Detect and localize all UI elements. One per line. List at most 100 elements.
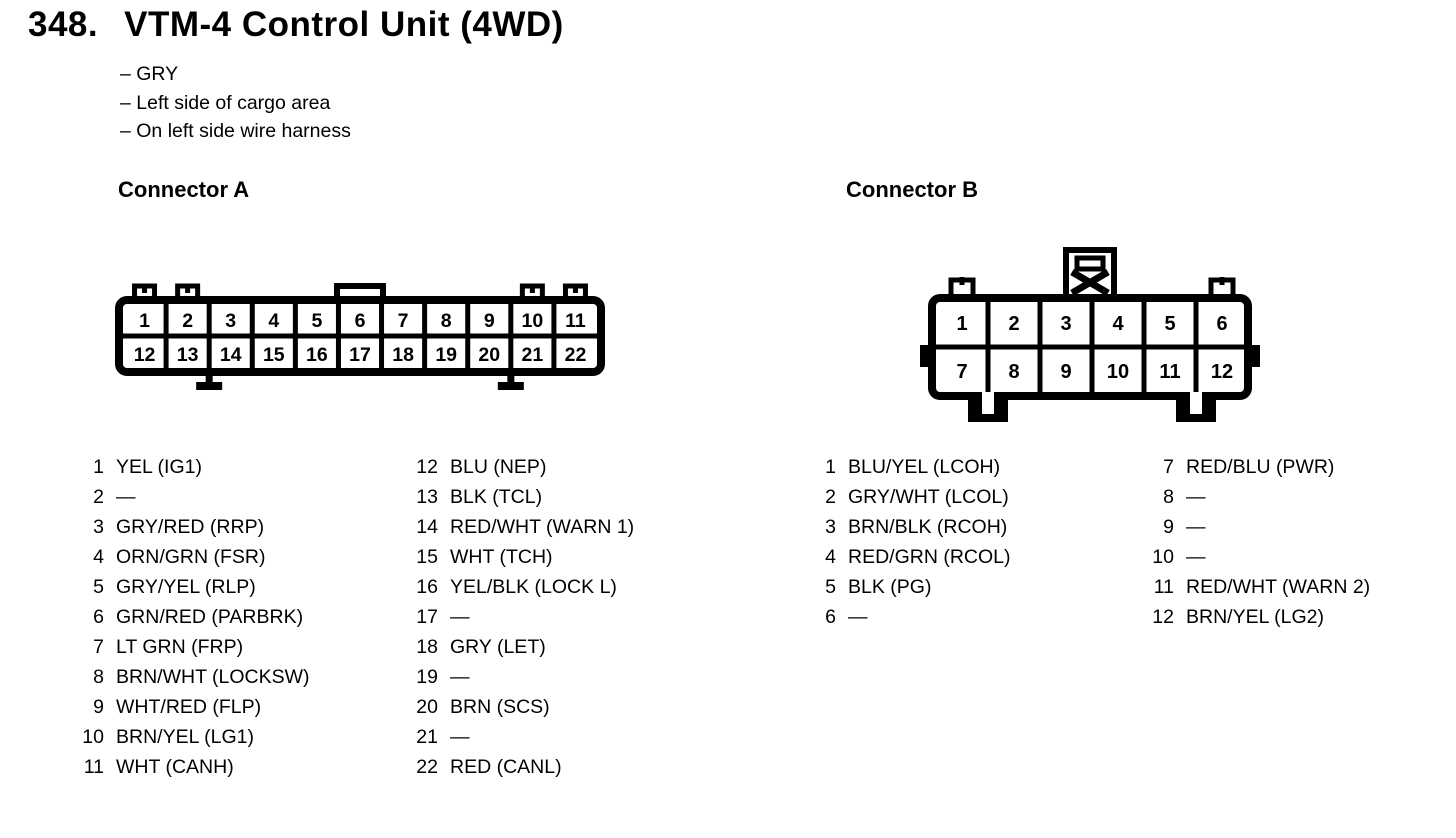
pin-cell-number: 5: [1164, 313, 1175, 335]
pin-wire-label: —: [1186, 546, 1206, 568]
pin-wire-label: WHT (TCH): [450, 546, 553, 568]
pin-wire-label: WHT/RED (FLP): [116, 696, 262, 718]
pin-number: 10: [82, 726, 104, 748]
pin-cell-number: 18: [392, 344, 414, 366]
pin-cell-number: 3: [1060, 313, 1071, 335]
location-details: – GRY – Left side of cargo area – On left …: [120, 60, 351, 146]
pin-cell-number: 19: [435, 344, 457, 366]
pin-cell-number: 21: [522, 344, 544, 366]
pin-wire-label: BRN/YEL (LG1): [116, 726, 254, 748]
pin-cell-number: 7: [398, 310, 409, 332]
pin-wire-label: BRN (SCS): [450, 696, 550, 718]
detail-line: – Left side of cargo area: [120, 91, 331, 114]
pin-wire-label: BLK (PG): [848, 576, 932, 598]
pin-number: 12: [1152, 606, 1174, 628]
pin-wire-label: BLU (NEP): [450, 456, 547, 478]
pin-number: 17: [416, 606, 438, 628]
pin-wire-label: GRY/RED (RRP): [116, 516, 265, 538]
pin-wire-label: GRY/WHT (LCOL): [848, 486, 1009, 508]
pin-wire-label: RED/WHT (WARN 1): [450, 516, 635, 538]
pin-number: 11: [1153, 576, 1174, 598]
pin-cell-number: 16: [306, 344, 328, 366]
pin-cell-number: 6: [1216, 313, 1227, 335]
pin-number: 14: [416, 516, 438, 538]
pin-wire-label: YEL/BLK (LOCK L): [450, 576, 617, 598]
pin-number: 16: [416, 576, 438, 598]
pin-wire-label: BLK (TCL): [450, 486, 543, 508]
pin-wire-label: —: [450, 606, 470, 628]
pin-wire-label: —: [116, 486, 136, 508]
pin-cell-number: 1: [956, 313, 967, 335]
pin-cell-number: 10: [1107, 361, 1129, 383]
pin-cell-number: 12: [134, 344, 156, 366]
pin-row: 1 YEL (IG1): [62, 452, 310, 482]
pin-wire-label: GRN/RED (PARBRK): [116, 606, 304, 628]
detail-line: – GRY: [120, 63, 179, 85]
pin-wire-label: LT GRN (FRP): [116, 636, 244, 658]
pin-row: 6—: [794, 602, 1011, 632]
pin-row: 9—: [1132, 512, 1370, 542]
pin-cell-number: 17: [349, 344, 371, 366]
housing-side-ear-icon: [920, 345, 932, 367]
connector-a-heading: Connector A: [118, 177, 250, 202]
pin-row: 9 WHT/RED (FLP): [62, 692, 310, 722]
pin-cell-number: 8: [1008, 361, 1019, 383]
pin-cell-number: 6: [355, 310, 366, 332]
pin-cell-number: 11: [565, 310, 586, 332]
pin-number: 4: [93, 546, 104, 568]
pin-wire-label: BRN/YEL (LG2): [1186, 606, 1324, 628]
pin-cell-number: 4: [1112, 313, 1124, 335]
pin-number: 10: [1152, 546, 1174, 568]
pin-cell-number: 8: [441, 310, 452, 332]
pin-cell-number: 10: [522, 310, 544, 332]
pin-row: 11 RED/WHT (WARN 2): [1132, 572, 1370, 602]
pin-number: 2: [825, 486, 836, 508]
pin-cell-number: 12: [1211, 361, 1233, 383]
pin-wire-label: —: [1186, 516, 1206, 538]
pin-wire-label: YEL (IG1): [116, 456, 202, 478]
pin-row: 13 BLK (TCL): [396, 482, 634, 512]
pin-number: 3: [825, 516, 836, 538]
pin-number: 1: [93, 456, 104, 478]
pin-number: 5: [825, 576, 836, 598]
pin-row: 2—: [62, 482, 310, 512]
pin-row: 5 BLK (PG): [794, 572, 1011, 602]
pin-number: 15: [416, 546, 438, 568]
pin-wire-label: RED/GRN (RCOL): [848, 546, 1011, 568]
pin-number: 6: [93, 606, 104, 628]
pin-row: 8—: [1132, 482, 1370, 512]
pin-cell-number: 13: [177, 344, 199, 366]
latch-icon: [1063, 247, 1117, 301]
pin-number: 6: [825, 606, 836, 628]
detail-line: – On left side wire harness: [120, 120, 351, 142]
page-title: VTM-4 Control Unit (4WD): [124, 5, 564, 44]
pin-row: 10 BRN/YEL (LG1): [62, 722, 310, 752]
page-title-row: 348. VTM-4 Control Unit (4WD): [28, 5, 564, 45]
pin-wire-label: RED/WHT (WARN 2): [1186, 576, 1371, 598]
pin-cell-number: 11: [1159, 361, 1180, 383]
pin-wire-label: ORN/GRN (FSR): [116, 546, 266, 568]
pin-number: 13: [416, 486, 438, 508]
pin-wire-label: RED/BLU (PWR): [1186, 456, 1335, 478]
pin-row: 17 —: [396, 602, 634, 632]
pin-row: 12 BRN/YEL (LG2): [1132, 602, 1370, 632]
pin-cell-number: 4: [268, 310, 279, 332]
item-number: 348.: [28, 5, 99, 44]
pin-number: 11: [83, 756, 104, 778]
pin-number: 9: [93, 696, 104, 718]
